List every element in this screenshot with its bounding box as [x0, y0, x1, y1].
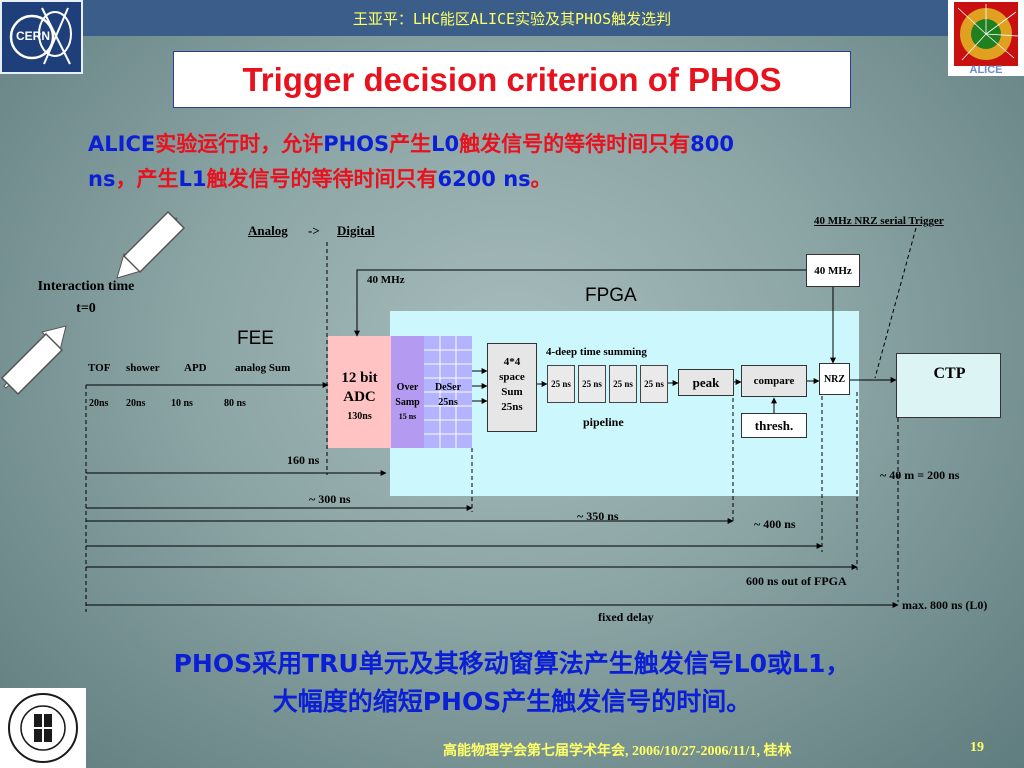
- deser-grid: [424, 336, 472, 448]
- chain-tof: TOF: [88, 362, 111, 374]
- sum-line4: 25ns: [501, 401, 523, 413]
- slide-title: Trigger decision criterion of PHOS: [242, 60, 782, 98]
- intro-line1-part6: 触发信号的等待时间只有: [459, 132, 691, 156]
- pipeline-cell-1-label: 25 ns: [551, 379, 571, 389]
- intro-line1-part1: ALICE: [88, 132, 156, 156]
- nrz-box: NRZ: [819, 363, 850, 395]
- alice-logo: ALICE: [948, 0, 1024, 76]
- pipeline-cell-2-label: 25 ns: [582, 379, 602, 389]
- alice-logo-text: ALICE: [969, 64, 1003, 76]
- nrz-serial-trigger-label: 40 MHz NRZ serial Trigger: [814, 215, 944, 227]
- deep-time-summing-label: 4-deep time summing: [546, 346, 647, 358]
- peak-label: peak: [692, 374, 720, 390]
- timing-label-160ns: 160 ns: [287, 453, 320, 467]
- chain-time-apd: 10 ns: [171, 398, 193, 409]
- chain-apd: APD: [184, 362, 207, 374]
- pipeline-cell-4: 25 ns: [640, 365, 668, 403]
- fpga-label: FPGA: [585, 285, 637, 306]
- intro-line-2: ns，产生L1触发信号的等待时间只有6200 ns。: [88, 163, 552, 193]
- timing-label-350ns: ~ 350 ns: [577, 509, 619, 523]
- sum-line3: Sum: [501, 386, 523, 398]
- thresh-label: thresh.: [754, 417, 794, 433]
- deser-line1: DeSer: [434, 382, 462, 393]
- nrz-label: NRZ: [823, 373, 846, 385]
- adc-box: 12 bit ADC 130ns: [328, 336, 391, 448]
- pipeline-cell-4-label: 25 ns: [644, 379, 664, 389]
- compare-box: compare: [741, 365, 807, 397]
- header-bar: [0, 0, 1024, 36]
- chain-time-shower: 20ns: [126, 398, 146, 409]
- intro-line2-part4: 触发信号的等待时间只有: [206, 167, 438, 191]
- sum-line1: 4*4: [503, 356, 521, 368]
- fixed-delay-label: fixed delay: [598, 610, 654, 624]
- intro-line1-part7: 800: [690, 132, 735, 156]
- timing-label-40m: ~ 40 m = 200 ns: [880, 468, 960, 482]
- intro-line-1: ALICE实验运行时，允许PHOS产生L0触发信号的等待时间只有800: [88, 128, 734, 158]
- pipeline-cell-2: 25 ns: [578, 365, 606, 403]
- timing-label-600ns: 600 ns out of FPGA: [746, 574, 847, 588]
- pipeline-cell-3-label: 25 ns: [613, 379, 633, 389]
- clock-40mhz-box-label: 40 MHz: [814, 264, 852, 277]
- digital-label: Digital: [337, 223, 375, 238]
- intro-line2-part6: 。: [530, 167, 552, 191]
- oversamp-line1: Over: [396, 382, 419, 393]
- oversamp-line3: 15 ns: [398, 412, 417, 421]
- fee-label: FEE: [237, 328, 274, 349]
- timing-label-300ns: ~ 300 ns: [309, 492, 351, 506]
- interaction-arrow-lower-body: [0, 332, 64, 396]
- title-box: Trigger decision criterion of PHOS: [173, 51, 851, 108]
- deser-box: DeSer 25ns: [424, 336, 472, 448]
- adc-line1: 12 bit: [341, 370, 378, 386]
- analog-digital-arrow-label: ->: [308, 223, 320, 238]
- timing-label-max: max. 800 ns (L0): [902, 598, 988, 612]
- intro-line1-part5: L0: [431, 132, 460, 156]
- clock-40mhz-label: 40 MHz: [367, 274, 405, 286]
- ctp-label: CTP: [933, 365, 966, 382]
- cern-logo-graphic: [9, 7, 72, 65]
- intro-line1-part4: 产生: [389, 132, 432, 156]
- interaction-arrow-upper-body: [122, 210, 186, 274]
- sum-line2: space: [499, 371, 525, 383]
- chain-shower: shower: [126, 362, 160, 374]
- oversamp-box: Over Samp 15 ns: [391, 336, 424, 448]
- intro-line1-part2: 实验运行时，允许: [155, 132, 324, 156]
- header-title: 王亚平：LHC能区ALICE实验及其PHOS触发选判: [352, 10, 672, 28]
- deser-line2: 25ns: [438, 397, 458, 408]
- conference-footer: 高能物理学会第七届学术年会, 2006/10/27-2006/11/1, 桂林: [443, 744, 792, 759]
- oversamp-line2: Samp: [395, 397, 420, 408]
- adc-line3: 130ns: [347, 411, 372, 422]
- pipeline-cell-3: 25 ns: [609, 365, 637, 403]
- university-seal: [8, 693, 78, 763]
- cern-logo-text: CERN: [16, 29, 51, 43]
- adc-line2: ADC: [343, 389, 376, 405]
- pipeline-cell-1: 25 ns: [547, 365, 575, 403]
- compare-label: compare: [753, 375, 795, 387]
- interaction-time-label: Interaction time t=0: [37, 279, 135, 316]
- alice-event-graphic: [954, 2, 1019, 66]
- analog-label: Analog: [248, 223, 288, 238]
- timing-label-400ns: ~ 400 ns: [754, 517, 796, 531]
- nrz-serial-pointer: [874, 227, 917, 379]
- university-logo: [0, 688, 86, 768]
- chain-time-tof: 20ns: [89, 398, 109, 409]
- clock-40mhz-box: 40 MHz: [806, 254, 860, 287]
- ctp-box: CTP: [896, 353, 1001, 418]
- space-sum-box: 4*4 space Sum 25ns: [487, 343, 537, 432]
- intro-line2-part5: 6200 ns: [437, 167, 531, 191]
- intro-line2-part3: L1: [178, 167, 207, 191]
- summary-text: PHOS采用TRU单元及其移动窗算法产生触发信号L0或L1， 大幅度的缩短PHO…: [0, 645, 1024, 721]
- intro-line2-part2: ，产生: [115, 167, 179, 191]
- chain-time-analog-sum: 80 ns: [224, 398, 246, 409]
- pipeline-label: pipeline: [583, 415, 624, 429]
- clock-feed-line: [354, 269, 806, 337]
- summary-line-1: PHOS采用TRU单元及其移动窗算法产生触发信号L0或L1，: [173, 649, 851, 678]
- summary-line-2: 大幅度的缩短PHOS产生触发信号的时间。: [272, 687, 752, 716]
- thresh-box: thresh.: [741, 413, 807, 438]
- page-number: 19: [970, 740, 984, 755]
- intro-line1-part3: PHOS: [323, 132, 390, 156]
- intro-line2-part1: ns: [88, 167, 116, 191]
- chain-analog-sum: analog Sum: [235, 362, 291, 374]
- cern-logo: CERN: [0, 0, 83, 74]
